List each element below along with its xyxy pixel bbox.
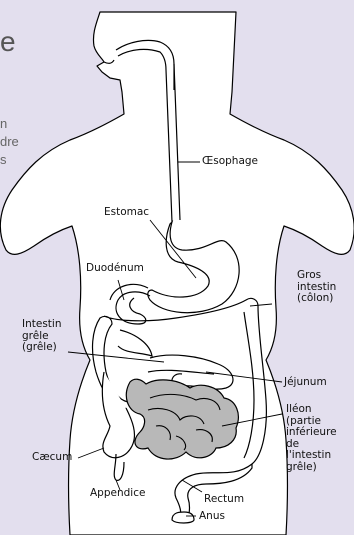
label-small-intestine: Intestin grêle (grêle) <box>22 319 62 354</box>
text-fragment-2: dre <box>0 134 19 149</box>
title-fragment: e <box>0 26 16 58</box>
label-anus: Anus <box>199 511 225 523</box>
label-jejunum: Jéjunum <box>284 377 327 389</box>
label-large-intestine: Gros intestin (côlon) <box>297 270 336 305</box>
label-rectum: Rectum <box>204 494 244 506</box>
label-caecum: Cæcum <box>32 452 72 464</box>
label-stomach: Estomac <box>104 207 149 219</box>
label-duodenum: Duodénum <box>86 263 144 275</box>
label-ileum: Iléon (partie inférieure de l'intestin g… <box>286 404 337 473</box>
anus-organ <box>172 512 194 523</box>
text-fragment-1: n <box>0 116 7 131</box>
label-appendix: Appendice <box>90 488 145 500</box>
text-fragment-3: s <box>0 152 7 167</box>
label-oesophagus: Œsophage <box>202 156 258 168</box>
